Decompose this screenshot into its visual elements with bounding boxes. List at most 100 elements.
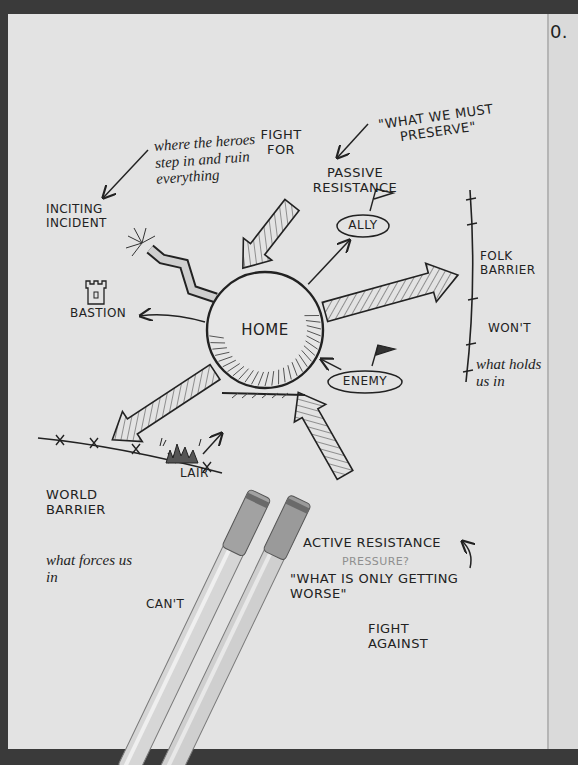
passive-arrow [229, 194, 307, 279]
ally-oval: ALLY [335, 213, 391, 239]
folk-barrier-line [466, 190, 473, 382]
spark [126, 228, 155, 256]
outline-shape [328, 371, 402, 393]
shading-stroke [258, 372, 263, 386]
shading-stroke [212, 348, 227, 349]
outline-shape [337, 215, 389, 237]
pen-cap [222, 489, 271, 557]
sketch-label: PASSIVE RESISTANCE [300, 166, 410, 196]
bastion-arrow [140, 315, 205, 322]
shading-stroke [228, 364, 240, 372]
pen-ring [285, 498, 309, 514]
spark-ray [134, 228, 142, 243]
active-arrow [283, 383, 361, 483]
shading-stroke [288, 365, 291, 379]
shading-stroke [304, 315, 319, 316]
shading-stroke [307, 336, 320, 343]
sketch-label: PRESSURE? [342, 556, 409, 569]
sketch-label: CAN'T [146, 598, 184, 612]
connector-arrow [308, 240, 350, 284]
pen-ring [245, 492, 269, 508]
shading-stroke [307, 331, 321, 336]
node-text: ALLY [348, 219, 377, 232]
jagged-arrow-outline [150, 249, 216, 298]
ground-line [222, 393, 305, 395]
ground-hatch [232, 393, 288, 398]
node-text: ENEMY [343, 375, 387, 388]
barrier-ticks [463, 198, 478, 372]
sketch-label: 0. [550, 22, 568, 43]
pen-body [118, 538, 247, 765]
lair-icon [166, 444, 198, 463]
enemy-flag [376, 345, 395, 355]
tick [463, 370, 473, 372]
shading-stroke [278, 370, 279, 385]
lair-arrow [203, 433, 222, 454]
shading-stroke [209, 336, 223, 338]
leader-arrow [337, 124, 368, 158]
shading-stroke [296, 359, 303, 372]
folk-arrow [320, 256, 464, 331]
shading-stroke [292, 362, 297, 376]
shading-stroke [265, 372, 269, 386]
handwritten-note: what holds us in [476, 356, 546, 389]
sketch-label: FIGHT FOR [256, 128, 306, 158]
arrow-shape [320, 256, 464, 331]
spark-ray [132, 243, 142, 256]
sketch-label: FIGHT AGAINST [368, 622, 448, 652]
shading-stroke [306, 321, 321, 323]
arrow-shape [283, 383, 361, 483]
handwritten-note: what forces us in [46, 552, 138, 585]
arrow-shape [229, 194, 307, 279]
cross [56, 435, 64, 445]
lair-marks [160, 438, 201, 446]
arrow-shape [102, 357, 225, 455]
node-text: HOME [241, 322, 289, 339]
tick [467, 223, 477, 225]
spark-ray [142, 236, 155, 243]
pen-highlight [123, 549, 231, 765]
cross [132, 444, 140, 454]
world-arrow [102, 357, 225, 455]
sketch-label: LAIR [180, 467, 209, 481]
tick [466, 198, 476, 200]
shading-stroke [251, 371, 258, 384]
sketch-label: WON'T [488, 322, 531, 336]
shading-stroke [307, 326, 321, 329]
leader-arrow [103, 150, 148, 198]
shading-stroke [245, 370, 253, 382]
sketch-label: BASTION [70, 307, 126, 321]
page-spine [547, 14, 549, 749]
outline-shape [207, 272, 323, 388]
tower-window [94, 292, 98, 298]
shading-stroke [219, 356, 233, 361]
tower-icon [86, 281, 106, 304]
shading-stroke [223, 360, 236, 367]
sketch-label: INCITING INCIDENT [46, 203, 128, 231]
shading-stroke [215, 352, 229, 355]
leader-arrow [462, 541, 471, 568]
handwritten-note: where the heroes step in and ruin everyt… [153, 130, 268, 187]
sketch-label: "WHAT IS ONLY GETTING WORSE" [290, 572, 480, 602]
sketch-label: WORLD BARRIER [46, 488, 128, 518]
cross [90, 438, 98, 448]
shading-stroke [233, 366, 244, 375]
shading-stroke [283, 368, 285, 383]
pen [117, 489, 271, 765]
connector-arrow [321, 359, 341, 370]
sketch-label: ACTIVE RESISTANCE [303, 536, 441, 551]
shading-stroke [302, 350, 312, 361]
tick [468, 298, 478, 300]
tick [466, 343, 476, 345]
jagged-arrow-fill [150, 249, 216, 298]
facing-page [548, 14, 578, 749]
shading-stroke [306, 341, 318, 349]
notebook-page [8, 14, 548, 749]
shading-stroke [299, 355, 307, 367]
sketch-label: FOLK BARRIER [480, 250, 540, 278]
pen-cap [263, 494, 311, 560]
enemy-oval: ENEMY [326, 369, 404, 395]
shading-stroke [272, 371, 274, 386]
home-circle: HOME [205, 270, 325, 390]
